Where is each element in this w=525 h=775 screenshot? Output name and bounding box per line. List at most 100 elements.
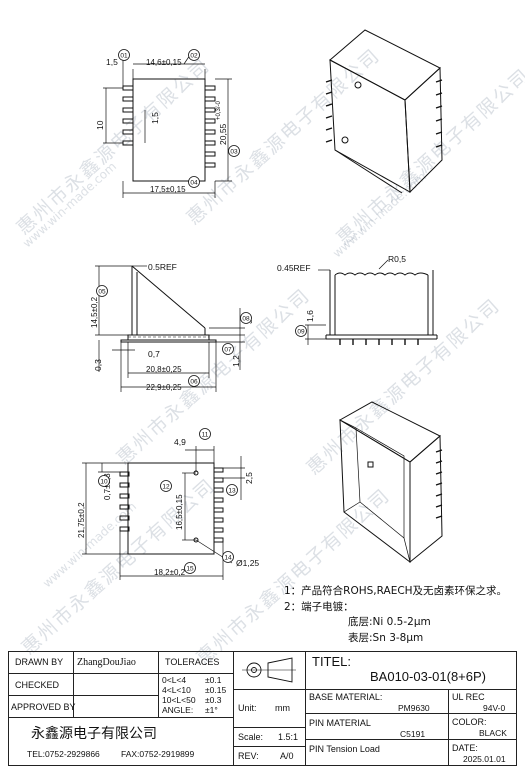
- tol-range: ANGLE:: [162, 705, 194, 715]
- top-view-left-pins: [122, 85, 134, 146]
- front-dim-pin: 1,6: [305, 310, 315, 322]
- callout-number: 13: [228, 487, 236, 494]
- top-dim-overall-width: 17,5±0,15: [150, 185, 186, 194]
- approved-label: APPROVED BY: [11, 702, 76, 712]
- projection-symbol-icon: [242, 657, 296, 683]
- top-view-right-pins: [204, 85, 216, 168]
- callout-layer: 01 02 03 04 05 06 07 08 09 10 11 12 13 14 15: [96, 49, 307, 574]
- callout-number: 06: [190, 378, 198, 385]
- front-ref-label: 0.45REF: [277, 263, 311, 273]
- tol-range: 10<L<50: [162, 695, 196, 705]
- front-radius-label: R0,5: [388, 254, 406, 264]
- side-dim-pin-thk: 0,7: [148, 349, 160, 359]
- company-fax: FAX:0752-2919899: [121, 749, 195, 759]
- top-dim-body-width: 14,6±0,15: [146, 58, 182, 67]
- callout-number: 12: [162, 483, 170, 490]
- pin-material-label: PIN MATERIAL: [309, 718, 371, 728]
- pin-tension-label: PIN Tension Load: [309, 744, 380, 754]
- callout-number: 10: [100, 478, 108, 485]
- date-value: 2025.01.01: [463, 754, 506, 764]
- front-view: [325, 270, 438, 345]
- tol-range: 0<L<4: [162, 675, 187, 685]
- company-tel: TEL:0752-2929866: [27, 749, 100, 759]
- iso-view-bottom: [339, 401, 443, 564]
- callout-balloon: 15: [184, 562, 196, 574]
- title-value: BA010-03-01(8+6P): [370, 669, 486, 684]
- bottom-view: [119, 462, 224, 555]
- rev-value: A/0: [280, 751, 294, 761]
- side-dim-overall: 22,9±0,25: [146, 383, 182, 392]
- bottom-dim-length: 21,75±0,2: [77, 502, 86, 538]
- title-block: DRAWN BY ZhangDouJiao CHECKED APPROVED B…: [8, 651, 517, 766]
- bottom-dim-pad: 2,5: [244, 472, 254, 484]
- tol-value: ±0.1: [205, 675, 222, 685]
- tol-value: ±0.3: [205, 695, 222, 705]
- note-1: 1：产品符合ROHS,RAECH及无卤素环保之求。: [284, 585, 508, 597]
- callout-balloon: 05: [96, 285, 108, 297]
- callout-balloon: 08: [240, 312, 252, 324]
- callout-number: 04: [190, 179, 198, 186]
- top-dim-body-length: 20,55: [218, 123, 228, 145]
- callout-balloon: 09: [295, 325, 307, 337]
- callout-balloon: 07: [222, 343, 234, 355]
- callout-number: 01: [120, 52, 128, 59]
- note-3: 底层:Ni 0.5-2μm: [348, 616, 431, 628]
- unit-value: mm: [275, 703, 290, 713]
- pin-material-value: C5191: [400, 729, 426, 739]
- callout-balloon: 03: [228, 145, 240, 157]
- top-view-body: [132, 78, 206, 182]
- scale-value: 1.5:1: [278, 732, 299, 742]
- scale-label: Scale:: [238, 732, 264, 742]
- callout-balloon: 12: [160, 480, 172, 492]
- checked-label: CHECKED: [15, 680, 60, 690]
- tolerances-label: TOLERACES: [165, 657, 220, 667]
- base-material-label: BASE MATERIAL:: [309, 692, 383, 702]
- rev-label: REV:: [238, 751, 259, 761]
- side-dim-standoff: 0,3: [93, 359, 103, 371]
- base-material-value: PM9630: [398, 703, 430, 713]
- ul-rec-value: 94V-0: [483, 703, 506, 713]
- side-dim-height: 14,5±0,2: [90, 296, 99, 328]
- callout-number: 02: [190, 52, 198, 59]
- company-name: 永鑫源电子有限公司: [31, 726, 157, 742]
- callout-number: 15: [186, 565, 194, 572]
- callout-balloon: 02: [188, 49, 200, 61]
- callout-balloon: 10: [98, 475, 110, 487]
- bottom-dim-hole: Ø1,25: [236, 558, 259, 568]
- callout-number: 03: [230, 148, 238, 155]
- side-ref-label: 0.5REF: [148, 262, 177, 272]
- side-dim-right-bottom: 1,2: [231, 355, 241, 367]
- mechanical-drawing: 1,5 14,6±0,15 10 1,5 20,55 +0,3/-0 17,5±…: [77, 29, 443, 580]
- ul-rec-label: UL REC: [452, 692, 485, 702]
- side-view: [120, 265, 217, 343]
- callout-balloon: 04: [188, 176, 200, 188]
- color-value: BLACK: [479, 728, 507, 738]
- bottom-dim-width: 18,2±0,2: [154, 568, 186, 577]
- notes: 1：产品符合ROHS,RAECH及无卤素环保之求。 2：端子电镀： 底层:Ni …: [284, 584, 507, 646]
- color-label: COLOR:: [452, 717, 487, 727]
- bottom-dim-offset: 0,7±0,3: [103, 473, 112, 500]
- callout-number: 09: [297, 328, 305, 335]
- side-dim-base: 20,8±0,25: [146, 365, 182, 374]
- tol-value: ±1°: [205, 705, 218, 715]
- top-dim-pin-span: 10: [95, 120, 105, 130]
- drawn-by-value: ZhangDouJiao: [77, 657, 136, 668]
- callout-number: 14: [224, 554, 232, 561]
- tol-range: 4<L<10: [162, 685, 191, 695]
- callout-number: 08: [242, 315, 250, 322]
- tol-value: ±0.15: [205, 685, 227, 695]
- date-label: DATE:: [452, 743, 478, 753]
- callout-balloon: 13: [226, 484, 238, 496]
- callout-number: 07: [224, 346, 232, 353]
- callout-balloon: 01: [118, 49, 130, 61]
- callout-balloon: 14: [222, 551, 234, 563]
- callout-balloon: 11: [199, 428, 211, 440]
- unit-label: Unit:: [238, 703, 257, 713]
- top-dim-pitch-offset: 1,5: [106, 57, 118, 67]
- bottom-dim-top: 4,9: [174, 437, 186, 447]
- callout-balloon: 06: [188, 375, 200, 387]
- top-dim-body-length-tol: +0,3/-0: [216, 100, 222, 120]
- bottom-dim-pad-span: 16,5±0,15: [175, 494, 184, 530]
- note-4: 表层:Sn 3-8μm: [348, 631, 424, 644]
- callout-number: 05: [98, 288, 106, 295]
